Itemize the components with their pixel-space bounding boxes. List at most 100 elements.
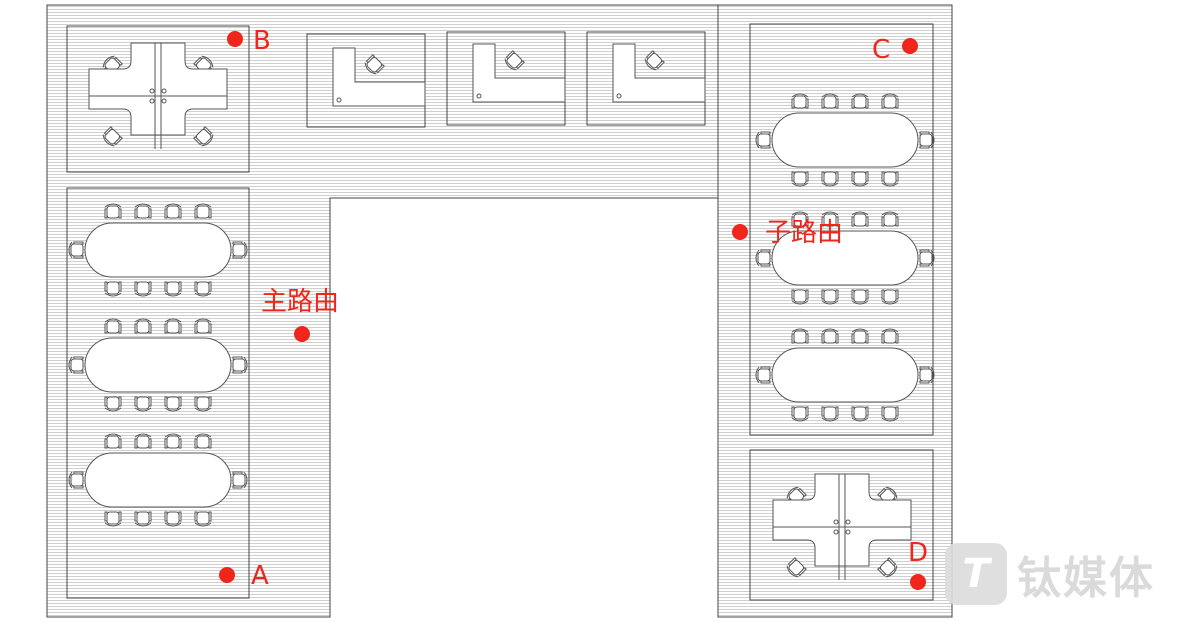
chair-seat (232, 243, 246, 257)
chair-arm (881, 98, 885, 109)
chair-arm (865, 406, 869, 417)
chair-seat (793, 330, 807, 344)
chair-arm (118, 511, 122, 522)
desk-surface (772, 473, 912, 567)
chair-arm (805, 98, 809, 109)
chair-icon (102, 126, 123, 147)
chair-arm (118, 323, 122, 334)
chair-arm (515, 59, 525, 70)
chair-arm (881, 333, 885, 344)
chair-seat (853, 330, 867, 344)
chair-icon (164, 396, 182, 412)
chair-back (791, 328, 809, 333)
chair-arm (505, 50, 515, 60)
chair-back (821, 328, 839, 333)
chair-seat (853, 171, 867, 185)
chair-arm (895, 289, 899, 300)
label-b: B (253, 26, 271, 56)
chair-arm (760, 249, 771, 253)
chair-arm (148, 323, 152, 334)
chair-arm (919, 249, 930, 253)
table-top (771, 347, 919, 403)
chair-arm (797, 487, 807, 497)
chair-icon (104, 281, 122, 297)
chair-arm (134, 208, 138, 219)
chair-back (821, 93, 839, 98)
chair-back (851, 182, 869, 187)
chair-arm (194, 281, 198, 292)
chair-arm (178, 323, 182, 334)
chair-arm (805, 333, 809, 344)
chair-arm (194, 396, 198, 407)
chair-arm (835, 171, 839, 182)
l-desk (332, 47, 426, 107)
chair-seat (196, 320, 210, 334)
chair-back (164, 203, 182, 208)
chair-arm (851, 98, 855, 109)
outlet-icon (833, 519, 839, 525)
chair-arm (113, 56, 123, 66)
chair-back (364, 62, 377, 75)
chair-back (194, 203, 212, 208)
chair-arm (73, 356, 84, 360)
outlet-icon (161, 98, 167, 104)
chair-arm (73, 370, 84, 374)
chair-icon (164, 203, 182, 219)
chair-back (243, 241, 248, 259)
chair-back (243, 356, 248, 374)
chair-icon (851, 171, 869, 187)
watermark: T 钛媒体 (945, 542, 1155, 606)
chair-icon (134, 318, 152, 334)
chair-back (851, 300, 869, 305)
chair-arm (375, 63, 385, 74)
chair-seat (70, 358, 84, 372)
chair-icon (232, 241, 248, 259)
chair-back (164, 292, 182, 297)
chair-arm (835, 406, 839, 417)
chair-back (881, 93, 899, 98)
chair-icon (881, 406, 899, 422)
chair-back (68, 241, 73, 259)
chair-arm (178, 511, 182, 522)
l-desk (612, 43, 706, 103)
chair-icon (791, 211, 809, 227)
chair-arm (148, 396, 152, 407)
chair-seat (136, 320, 150, 334)
chair-back (102, 134, 115, 147)
chair-arm (164, 511, 168, 522)
marker-main-router-dot (294, 326, 310, 342)
chair-icon (232, 471, 248, 489)
chair-seat (166, 396, 180, 410)
chair-back (194, 433, 212, 438)
label-d: D (908, 538, 929, 568)
chair-seat (853, 289, 867, 303)
chair-arm (865, 171, 869, 182)
chair-seat (106, 281, 120, 295)
chair-back (821, 417, 839, 422)
chair-seat (853, 213, 867, 227)
chair-back (786, 486, 799, 499)
chair-arm (148, 281, 152, 292)
chair-back (134, 433, 152, 438)
chair-back (104, 318, 122, 323)
chair-arm (895, 171, 899, 182)
chair-back (791, 182, 809, 187)
chair-arm (232, 356, 243, 360)
conference-table (68, 203, 248, 297)
chair-arm (655, 59, 665, 70)
office-1 (306, 33, 426, 128)
chair-seat (166, 435, 180, 449)
chair-seat (919, 133, 933, 147)
chair-arm (73, 241, 84, 245)
chair-icon (164, 281, 182, 297)
chair-back (881, 417, 899, 422)
chair-arm (760, 366, 771, 370)
chair-arm (193, 56, 203, 66)
chair-arm (178, 396, 182, 407)
chair-seat (823, 289, 837, 303)
chair-arm (851, 171, 855, 182)
chair-back (201, 55, 214, 68)
chair-arm (791, 406, 795, 417)
chair-arm (232, 255, 243, 259)
